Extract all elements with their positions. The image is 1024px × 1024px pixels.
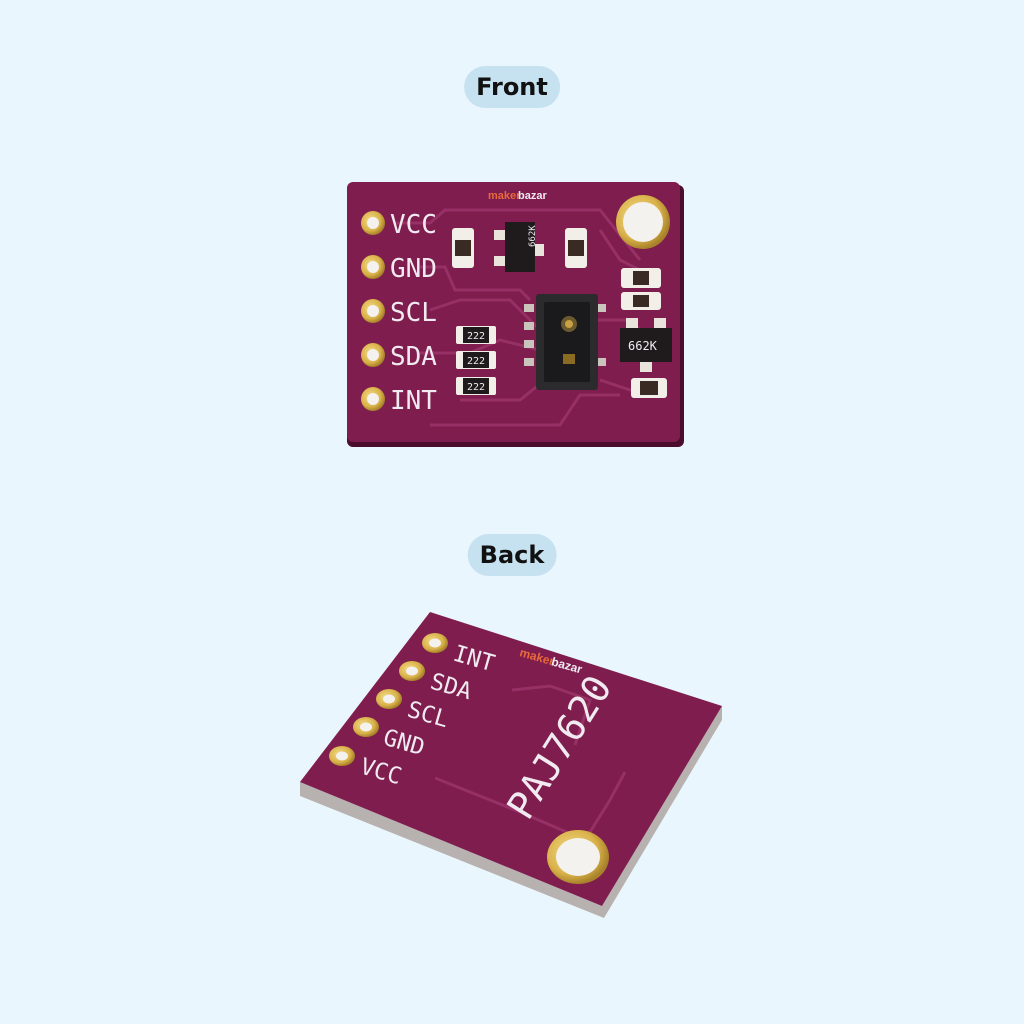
- front-pin-label-int: INT: [390, 386, 437, 416]
- front-resistor: 222: [456, 326, 496, 344]
- front-pin-label-scl: SCL: [390, 298, 437, 328]
- front-capacitor: [565, 228, 587, 268]
- back-label: Back: [467, 534, 557, 576]
- back-pin-pads: [329, 633, 448, 766]
- front-transistor-chip: 662K: [620, 318, 672, 372]
- svg-text:222: 222: [467, 331, 485, 342]
- front-smd-component: [621, 292, 661, 310]
- front-resistor: 222: [456, 377, 496, 395]
- front-capacitor: [452, 228, 474, 268]
- front-pin-label-gnd: GND: [390, 254, 437, 284]
- front-smd-component: [621, 268, 661, 288]
- svg-text:maker: maker: [488, 190, 521, 202]
- front-pin-label-sda: SDA: [390, 342, 437, 372]
- svg-text:222: 222: [467, 382, 485, 393]
- back-pcb: [300, 612, 722, 906]
- svg-text:662K: 662K: [528, 225, 538, 247]
- front-label: Front: [464, 66, 560, 108]
- front-pin-pads: [361, 211, 385, 411]
- front-gesture-sensor: [524, 294, 606, 390]
- front-pin-label-vcc: VCC: [390, 210, 437, 240]
- svg-text:bazar: bazar: [518, 190, 547, 202]
- front-resistor: 222: [456, 351, 496, 369]
- front-board: VCC GND SCL SDA INT maker bazar 662K: [347, 182, 684, 447]
- svg-text:662K: 662K: [628, 339, 658, 353]
- back-board: INT SDA SCL GND VCC maker bazar PAJ7620: [300, 612, 722, 918]
- front-brand-logo: maker bazar: [488, 190, 547, 202]
- front-smd-component: [631, 378, 667, 398]
- front-regulator-chip: 662K: [494, 222, 544, 272]
- svg-text:222: 222: [467, 356, 485, 367]
